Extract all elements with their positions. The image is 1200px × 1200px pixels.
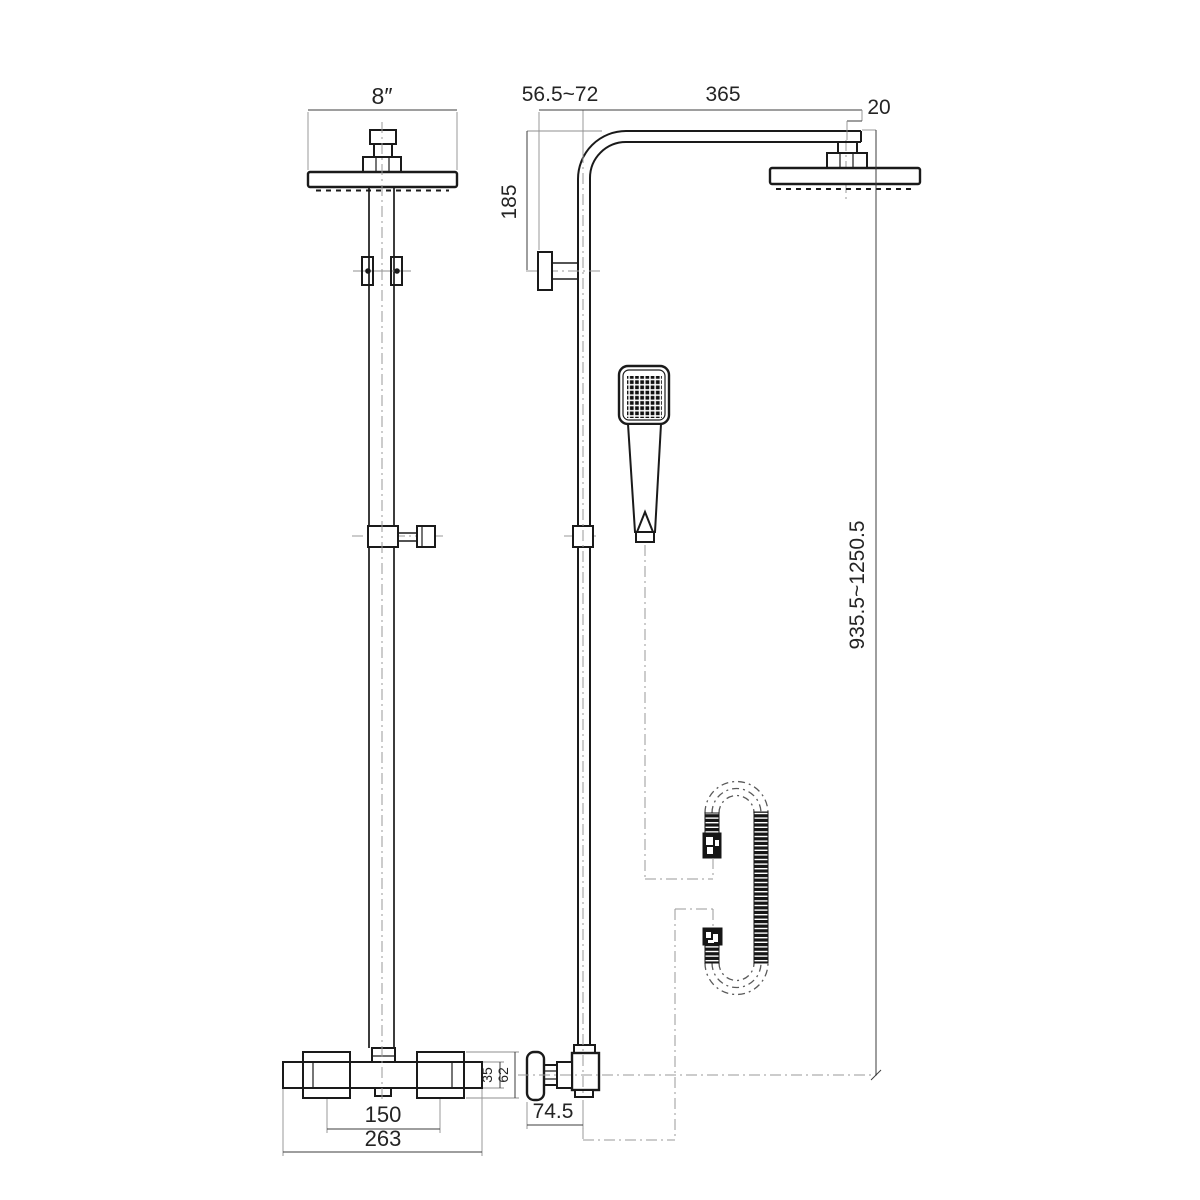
bracket-screw-right [394, 268, 400, 274]
valve-handle-right [416, 1051, 465, 1099]
hose-bottom-fitting [702, 927, 723, 946]
hose-top-sleeve [704, 812, 720, 834]
thermostatic-valve-side [525, 1044, 601, 1102]
hand-shower-nozzle-grid [627, 376, 662, 418]
dim-head-width-label: 8″ [372, 83, 393, 109]
riser-pipe-front [368, 187, 395, 1048]
side-view [525, 130, 922, 1102]
hose-bottom-sleeve [704, 944, 720, 964]
dim-valve-body-height-label: 35 [479, 1067, 495, 1083]
dim-handle-spacing-label: 150 [365, 1102, 402, 1127]
dim-overall-height-label: 935.5~1250.5 [846, 520, 869, 649]
overhead-shower-side [768, 140, 922, 200]
riser-and-arm-side [577, 130, 862, 1048]
valve-outlet-side [574, 1089, 594, 1098]
dim-valve-depth-label: 74.5 [533, 1100, 574, 1123]
hand-shower [617, 364, 671, 543]
dim-valve-width-label: 263 [365, 1126, 402, 1151]
wall-bracket-side [526, 251, 602, 291]
slider-bracket-front [352, 525, 443, 548]
hose-braided-section [753, 811, 769, 964]
wall-bracket-front [353, 256, 411, 286]
dim-bracket-drop-label: 185 [498, 184, 521, 219]
centerlines-and-leaders [518, 110, 877, 1141]
dim-arm-length-label: 365 [705, 83, 740, 106]
slider-knob [416, 525, 436, 548]
valve-handle-left [302, 1051, 351, 1099]
shower-hose [702, 780, 769, 996]
dim-head-offset-label: 20 [867, 96, 890, 119]
valve-body-side [570, 1051, 601, 1092]
dimensions: 8″ 56.5~72 365 20 185 935.5~1250.5 35 62 [282, 83, 891, 1156]
valve-outlet-front [374, 1087, 392, 1097]
hose-top-fitting [702, 832, 722, 859]
hose-holder-side [564, 525, 600, 548]
hand-shower-inlet [635, 531, 655, 543]
dim-wall-to-riser-label: 56.5~72 [522, 83, 599, 106]
front-view [282, 122, 483, 1100]
dim-handle-height-label: 62 [495, 1067, 511, 1083]
bracket-screw-left [365, 268, 371, 274]
overhead-shower-front [306, 129, 459, 192]
valve-handle-side [525, 1050, 546, 1102]
